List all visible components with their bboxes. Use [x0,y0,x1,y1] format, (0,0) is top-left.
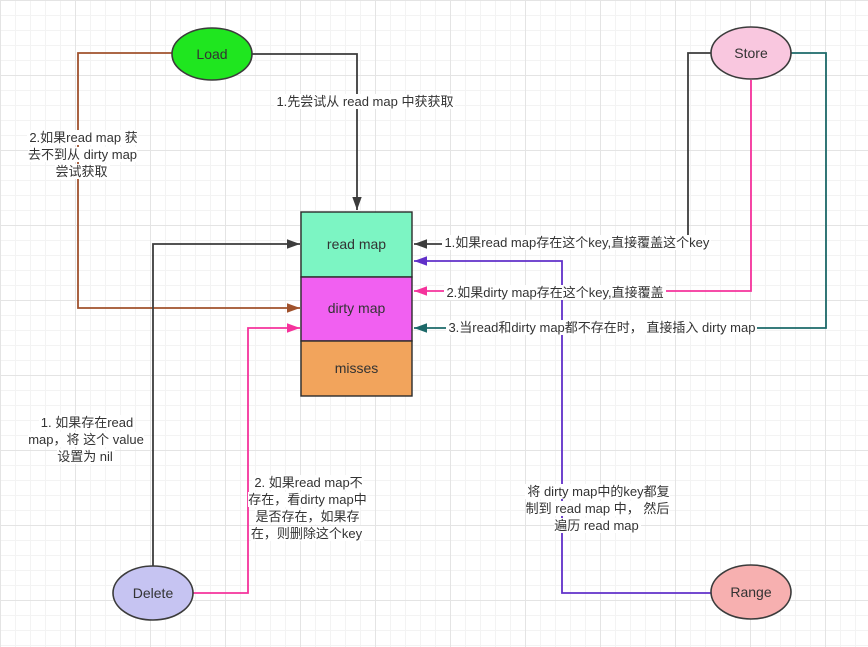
edge-load-to-dirty-map[interactable] [77,52,300,313]
label-store-step1: 1.如果read map存在这个key,直接覆盖这个key [442,235,712,250]
edge-load-to-read-map[interactable] [252,53,362,210]
node-range[interactable]: Range [710,564,792,620]
label-store-step2: 2.如果dirty map存在这个key,直接覆盖 [444,285,666,300]
misses-box[interactable] [300,340,413,397]
edge-store-to-read-map[interactable] [414,52,711,249]
label-load-step2: 2.如果read map 获 去不到从 dirty map 尝试获取 [27,130,138,179]
label-range-note: 将 dirty map中的key都复 制到 read map 中， 然后 遍历 … [525,484,670,533]
read-map-box[interactable] [300,211,413,278]
store-ellipse[interactable] [710,26,792,80]
load-label: Load [196,46,227,62]
label-store-step3: 3.当read和dirty map都不存在时， 直接插入 dirty map [446,320,758,335]
node-store[interactable]: Store [710,26,792,80]
delete-label: Delete [133,585,174,601]
range-label: Range [730,584,771,600]
store-label: Store [734,45,768,61]
range-ellipse[interactable] [710,564,792,620]
edge-delete-to-dirty-map[interactable] [193,323,300,594]
label-load-step1: 1.先尝试从 read map 中获获取 [274,94,456,109]
node-delete[interactable]: Delete [112,565,194,621]
read-map-label: read map [327,236,386,252]
misses-label: misses [335,360,379,376]
label-delete-step1: 1. 如果存在read map，将 这个 value 设置为 nil [28,415,144,464]
edge-delete-to-read-map[interactable] [152,239,300,566]
node-misses[interactable]: misses [300,340,413,397]
label-delete-step2: 2. 如果read map不 存在，看dirty map中 是否存在，如果存 在… [248,475,367,541]
edge-store-to-dirty-map-overwrite[interactable] [414,80,752,296]
edge-range-to-read-map[interactable] [414,256,711,594]
node-dirty-map[interactable]: dirty map [300,276,413,342]
delete-ellipse[interactable] [112,565,194,621]
node-load[interactable]: Load [171,27,253,81]
dirty-map-label: dirty map [328,300,386,316]
load-ellipse[interactable] [171,27,253,81]
node-read-map[interactable]: read map [300,211,413,278]
dirty-map-box[interactable] [300,276,413,342]
